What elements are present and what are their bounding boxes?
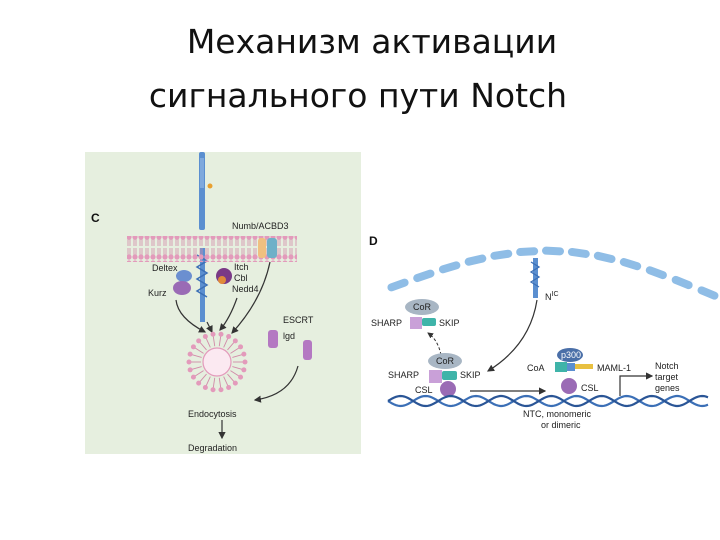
slide-title-line-2: сигнального пути Notch: [148, 76, 568, 115]
endocytosis-label: Endocytosis: [188, 409, 237, 419]
itch-label: Itch: [234, 262, 249, 272]
ntc-line-1: NTC, monomeric: [523, 409, 592, 419]
endocytic-vesicle: [186, 331, 248, 393]
skip-mid-label: SKIP: [460, 370, 481, 380]
cor-top-label: CoR: [413, 302, 432, 312]
notch-receptor: [195, 152, 213, 322]
escrt-protein-icon: [268, 330, 278, 348]
lgd-label: lgd: [283, 331, 295, 341]
csl-right-label: CSL: [581, 383, 599, 393]
sharp-top-label: SHARP: [371, 318, 402, 328]
panel-c: C Numb/ACBD3 Deltex Kurz Itch Cbl Nedd4: [85, 152, 361, 454]
panel-c-label: C: [91, 211, 100, 225]
numb-label: Numb/ACBD3: [232, 221, 289, 231]
ligand-dot-icon: [207, 183, 213, 189]
maml-label: MAML-1: [597, 363, 631, 373]
sharp-mid-label: SHARP: [388, 370, 419, 380]
p300-label: p300: [561, 350, 581, 360]
skip-top-protein: [422, 318, 436, 326]
kurz-label: Kurz: [148, 288, 167, 298]
acbd3-protein-icon: [267, 238, 277, 258]
escrt-label: ESCRT: [283, 315, 314, 325]
targets-line-3: genes: [655, 383, 680, 393]
cor-top-protein: [405, 299, 439, 315]
skip-top-label: SKIP: [439, 318, 460, 328]
panel-d-label: D: [369, 234, 378, 248]
panel-d: D NIC CoR SHARP SKIP CoR SHARP SKIP CSL …: [361, 215, 719, 442]
nuclear-envelope: [387, 246, 719, 300]
csl-right-protein: [561, 378, 577, 394]
cor-mid-label: CoR: [436, 356, 455, 366]
dna-helix: [387, 394, 709, 408]
p300-protein: [557, 348, 583, 362]
deltex-protein-icon: [176, 270, 192, 282]
targets-line-2: target: [655, 372, 679, 382]
panel-c-background: [85, 152, 361, 454]
sharp-top-protein: [410, 317, 422, 329]
ntc-line-2: or dimeric: [541, 420, 581, 430]
degradation-label: Degradation: [188, 443, 237, 453]
kurz-protein-icon: [173, 281, 191, 295]
cor-mid-protein: [428, 353, 462, 369]
lgd-protein-icon: [303, 340, 312, 360]
nedd4-label: Nedd4: [232, 284, 259, 294]
cbl-label: Cbl: [234, 273, 248, 283]
notch-intracellular-domain: [533, 258, 538, 298]
targets-line-1: Notch: [655, 361, 679, 371]
numb-protein-icon: [258, 238, 266, 258]
nic-label: NIC: [545, 291, 559, 302]
csl-left-label: CSL: [415, 385, 433, 395]
deltex-label: Deltex: [152, 263, 178, 273]
sharp-mid-protein: [429, 370, 442, 383]
coa-label: CoA: [527, 363, 545, 373]
slide-title-line-1: Механизм активации: [186, 22, 558, 61]
skip-mid-protein: [442, 371, 457, 380]
maml-protein: [575, 364, 593, 369]
coa-protein: [555, 362, 567, 372]
csl-left-protein: [440, 381, 456, 397]
